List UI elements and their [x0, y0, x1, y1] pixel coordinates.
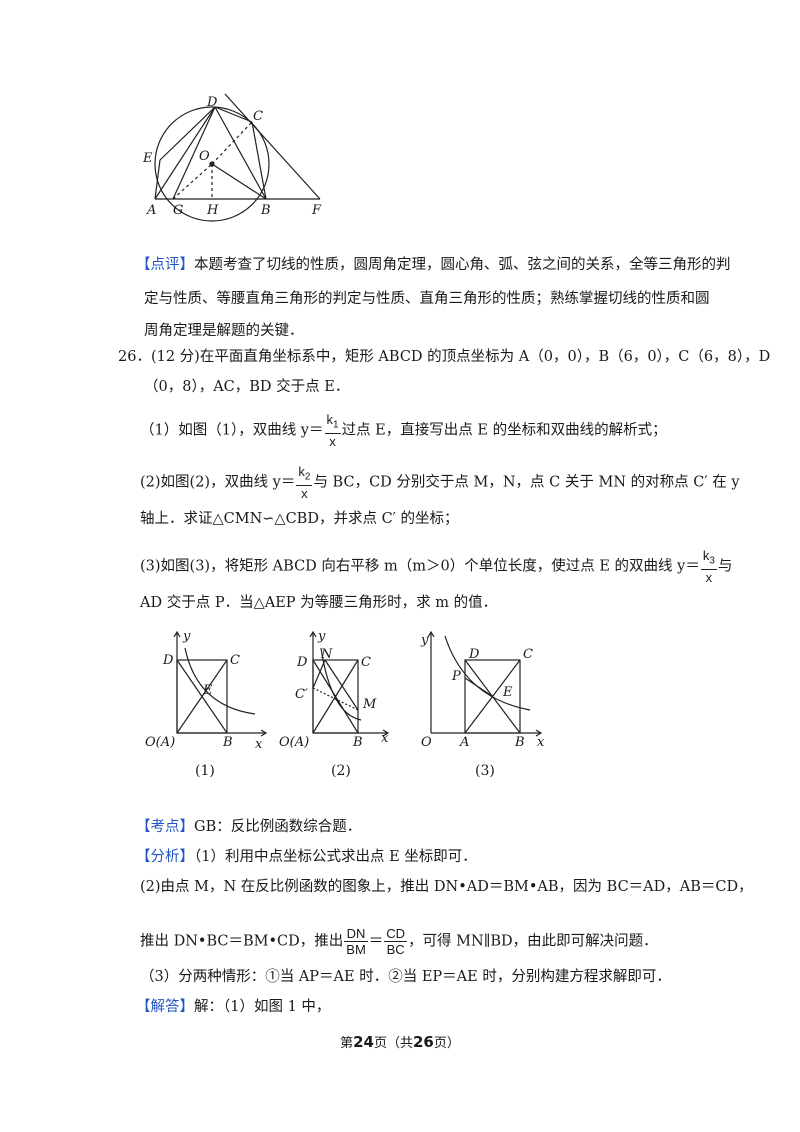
problem-part-2-line-2: 轴上．求证△CMN∽△CBD，并求点 C′ 的坐标； [140, 511, 459, 527]
label-h: H [206, 203, 219, 218]
figure-1-caption: (1) [195, 763, 215, 779]
figure-3: y x D C P E O A B (3) [420, 630, 545, 779]
fenxi-line-1: 【分析】（1）利用中点坐标公式求出点 E 坐标即可． [136, 849, 477, 865]
problem-line-1: 26．(12 分)在平面直角坐标系中，矩形 ABCD 的顶点坐标为 A（0，0）… [118, 349, 771, 365]
problem-part-3-line-2: AD 交于点 P．当△AEP 为等腰三角形时，求 m 的值． [140, 595, 498, 611]
review-line-1: 【点评】本题考查了切线的性质，圆周角定理，圆心角、弧、弦之间的关系，全等三角形的… [136, 257, 731, 273]
svg-text:D: D [162, 653, 174, 668]
svg-text:D: D [296, 655, 308, 670]
svg-text:O(A): O(A) [279, 735, 309, 750]
jieda-line: 【解答】解：（1）如图 1 中， [136, 999, 331, 1015]
label-b: B [260, 203, 271, 218]
review-tag: 【点评】 [136, 257, 194, 273]
svg-text:O: O [421, 735, 432, 750]
svg-text:N: N [320, 647, 333, 662]
svg-text:D: D [468, 647, 480, 662]
page-footer: 第24页（共26页） [340, 1033, 460, 1051]
label-o: O [199, 149, 210, 164]
figure-3-caption: (3) [475, 763, 495, 779]
svg-text:M: M [362, 697, 377, 712]
svg-text:B: B [222, 735, 233, 750]
review-line-3: 周角定理是解题的关键． [144, 323, 304, 339]
coordinate-figures: y x D C E O(A) B (1) y x D N C C′ M O(A)… [145, 629, 545, 779]
label-f: F [311, 203, 322, 218]
figure-2-caption: (2) [331, 763, 351, 779]
svg-text:E: E [202, 683, 213, 698]
label-g: G [173, 203, 183, 218]
tangent-line [224, 93, 321, 200]
svg-text:E: E [502, 685, 513, 700]
svg-text:C′: C′ [295, 687, 308, 702]
svg-text:y: y [182, 629, 191, 644]
svg-text:P: P [451, 669, 461, 684]
svg-text:C: C [523, 647, 533, 662]
svg-text:y: y [420, 633, 429, 648]
svg-text:x: x [537, 735, 545, 750]
figure-1: y x D C E O(A) B (1) [145, 629, 268, 779]
svg-text:O(A): O(A) [145, 735, 175, 750]
problem-part-3: (3)如图(3)，将矩形 ABCD 向右平移 m（m＞0）个单位长度，使过点 E… [140, 548, 733, 585]
svg-text:A: A [459, 735, 469, 750]
label-c: C [253, 109, 263, 124]
current-page: 24 [353, 1033, 374, 1051]
circle-geometry-figure: D C E O A G H B F [142, 93, 322, 222]
problem-number: 26． [118, 349, 151, 365]
figure-2: y x D N C C′ M O(A) B (2) [279, 629, 390, 779]
label-a: A [146, 203, 156, 218]
kaodian-line: 【考点】GB：反比例函数综合题． [136, 819, 362, 835]
fenxi-tag: 【分析】 [136, 849, 194, 865]
problem-line-2: （0，8），AC，BD 交于点 E． [144, 379, 350, 395]
circle-o [154, 106, 270, 222]
svg-text:x: x [255, 737, 263, 752]
svg-text:B: B [514, 735, 525, 750]
review-line-2: 定与性质、等腰直角三角形的判定与性质、直角三角形的性质；熟练掌握切线的性质和圆 [144, 291, 710, 307]
fenxi-line-2: (2)由点 M，N 在反比例函数的图象上，推出 DN•AD＝BM•AB，因为 B… [140, 879, 753, 895]
kaodian-tag: 【考点】 [136, 819, 194, 835]
svg-text:C: C [230, 653, 240, 668]
svg-text:B: B [352, 735, 363, 750]
label-d: D [206, 95, 218, 110]
svg-text:x: x [381, 731, 389, 746]
problem-score: (12 分) [150, 349, 200, 365]
label-e: E [142, 151, 153, 166]
total-pages: 26 [413, 1033, 434, 1051]
svg-text:y: y [317, 629, 326, 644]
svg-text:C: C [361, 655, 371, 670]
jieda-tag: 【解答】 [136, 999, 194, 1015]
fenxi-line-4: （3）分两种情形：①当 AP＝AE 时．②当 EP＝AE 时，分别构建方程求解即… [140, 969, 671, 985]
